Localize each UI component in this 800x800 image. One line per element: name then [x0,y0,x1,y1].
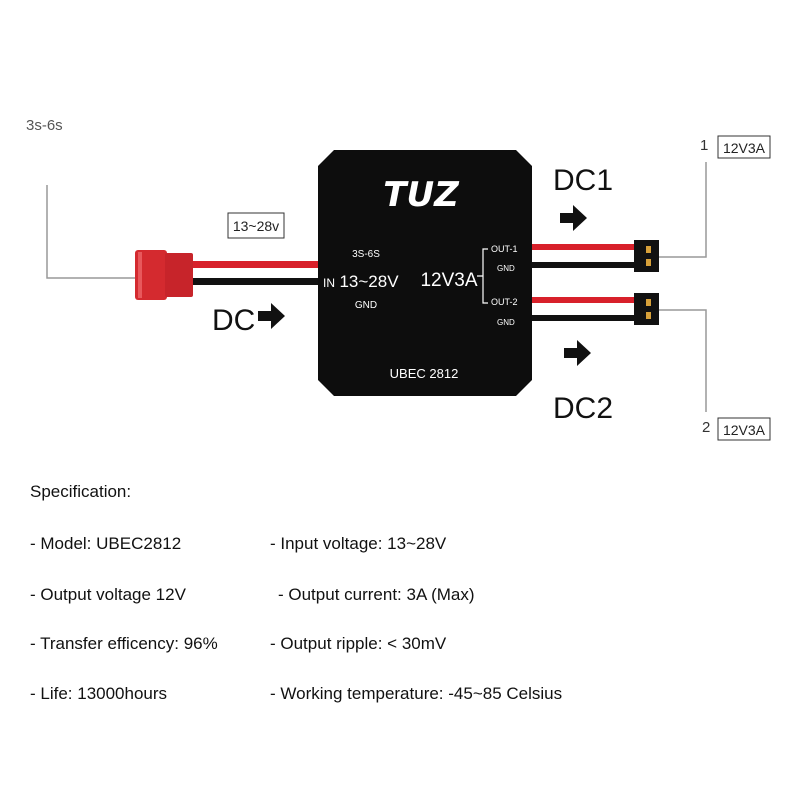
module-output-rating: 12V3A [420,270,477,291]
dc-input-arrow-icon [258,303,285,329]
output2-number: 2 [702,419,710,436]
output2-rating-box [717,417,771,441]
specifications-section: Specification: - Model: UBEC2812 - Input… [0,470,800,800]
output-bracket [477,248,488,304]
module-model-label: UBEC 2812 [390,366,459,381]
module-input-cells: 3S-6S [352,249,380,260]
wire-voltage-box [227,212,285,239]
out2-wire-black [532,315,634,321]
module-out2-label: OUT-2 [491,297,518,307]
spec-working-temp: - Working temperature: -45~85 Celsius [270,684,563,703]
spec-output-voltage: - Output voltage 12V [30,585,186,604]
xt-input-connector [135,250,193,300]
spec-title: Specification: [30,482,132,501]
spec-output-current: - Output current: 3A (Max) [278,585,475,604]
output1-rating: 12V3A [723,140,766,156]
output1-rating-box [717,135,771,159]
spec-ripple: - Output ripple: < 30mV [270,634,447,653]
out2-leader-line [659,309,707,412]
out1-wire-black [532,262,634,268]
out2-connector [634,293,659,325]
dc2-arrow-icon [564,340,591,366]
dc2-label: DC2 [553,392,613,425]
dc-input-label: DC [212,304,255,337]
module-input-voltage: 13~28V [339,272,399,291]
module-in-label: IN [323,276,335,290]
brand-logo: TUZ [383,175,460,215]
input-leader-line [46,185,135,279]
ubec-module-body [318,150,532,396]
spec-life: - Life: 13000hours [30,684,168,703]
input-cell-label-top: 3s-6s [26,117,63,134]
dc1-label: DC1 [553,164,613,197]
out1-leader-line [659,162,707,258]
module-out2-gnd: GND [497,318,515,327]
out1-connector [634,240,659,272]
spec-efficiency: - Transfer efficency: 96% [30,634,218,653]
module-out1-gnd: GND [497,264,515,273]
wire-voltage-label: 13~28v [233,218,279,234]
module-input-gnd: GND [355,300,377,311]
ubec-wiring-diagram: 3s-6s 13~28v DC TUZ 3S-6S IN 13~28V GND … [26,117,771,441]
module-out1-label: OUT-1 [491,244,518,254]
out2-wire-red [532,297,634,303]
dc1-arrow-icon [560,205,587,231]
output1-number: 1 [700,137,708,154]
spec-model: - Model: UBEC2812 [30,534,182,553]
out1-wire-red [532,244,634,250]
output2-rating: 12V3A [723,422,766,438]
spec-input-voltage: - Input voltage: 13~28V [270,534,447,553]
input-wire-black [193,278,325,285]
input-wire-red [193,261,325,268]
